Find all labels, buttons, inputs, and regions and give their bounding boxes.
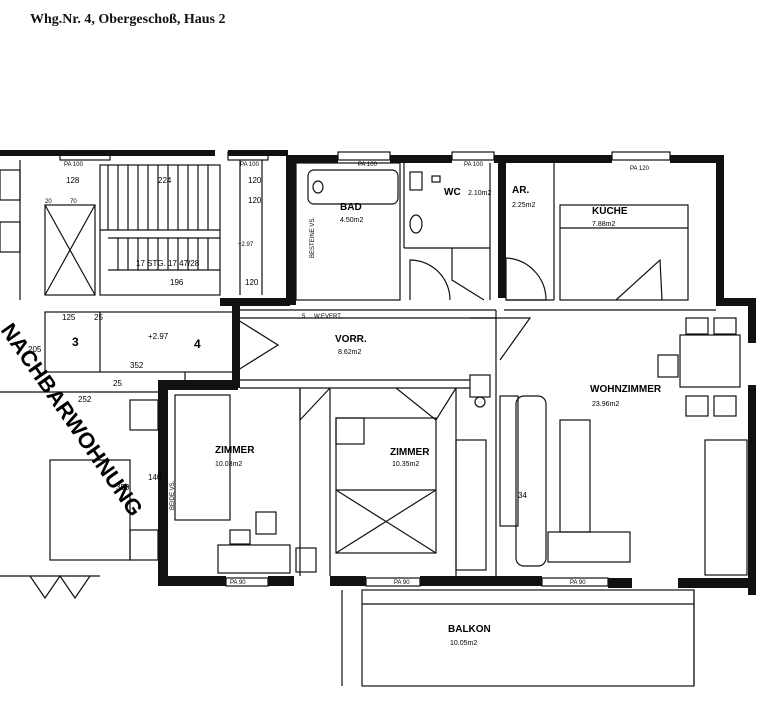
room-area-balkon: 10.05m2 xyxy=(450,640,477,647)
room-area-wohnzimmer: 23.96m2 xyxy=(592,401,619,408)
room-area-vorr: 8.62m2 xyxy=(338,349,361,356)
room-name-vorr: VORR. xyxy=(335,334,367,345)
dimension: 120 xyxy=(248,176,262,185)
landing-number-3: 3 xyxy=(72,335,79,349)
dimension: 224 xyxy=(158,176,172,185)
stair-label: 17 STG. 17,47/28 xyxy=(136,259,200,268)
dimension: 352 xyxy=(130,361,144,370)
dimension: 120 xyxy=(248,196,262,205)
window-label: PA 100 xyxy=(240,162,260,168)
dimension: 70 xyxy=(70,199,77,205)
vs-label-bad: BESTEINE VS. xyxy=(310,217,316,258)
dimension: 25 xyxy=(113,379,122,388)
room-name-kueche: KÜCHE xyxy=(592,204,628,217)
dimension-labels: 128 224 120 120 20 70 196 120 125 25 25 … xyxy=(28,176,527,500)
interior-walls xyxy=(0,151,748,687)
room-name-wc: WC xyxy=(444,187,461,198)
dimension: 20 xyxy=(45,199,52,205)
dimension: 25 xyxy=(94,313,103,322)
dimension: 120 xyxy=(245,278,259,287)
window-labels: PA 100 PA 100 PA 100 PA 100 PA 120 PA 90… xyxy=(64,162,650,586)
dimension: 252 xyxy=(78,395,92,404)
window-label: PA 100 xyxy=(358,162,378,168)
dimension: 125 xyxy=(62,313,76,322)
room-name-balkon: BALKON xyxy=(448,624,491,635)
window-label: PA 100 xyxy=(64,162,84,168)
plan-title: Whg.Nr. 4, Obergeschoß, Haus 2 xyxy=(30,12,226,27)
room-name-ar: AR. xyxy=(512,185,529,196)
dimension: 140 xyxy=(148,473,162,482)
room-name-zimmer2: ZIMMER xyxy=(390,447,430,458)
room-name-zimmer1: ZIMMER xyxy=(215,445,255,456)
dimension: 205 xyxy=(28,345,42,354)
dimension: 196 xyxy=(170,278,184,287)
room-area-bad: 4.50m2 xyxy=(340,217,363,224)
room-area-kueche: 7.88m2 xyxy=(592,221,615,228)
room-name-wohnzimmer: WOHNZIMMER xyxy=(590,384,662,395)
window-label: PA 90 xyxy=(570,580,586,586)
level-label-stair: +2.97 xyxy=(238,242,254,248)
dimension: 34 xyxy=(518,491,527,500)
meter-label: W.EVERT. xyxy=(314,314,342,320)
dimension: 128 xyxy=(66,176,80,185)
room-name-bad: BAD xyxy=(340,202,362,213)
landing-number-4: 4 xyxy=(194,337,201,351)
room-area-wc: 2.10m2 xyxy=(468,190,491,197)
room-area-ar: 2.25m2 xyxy=(512,202,535,209)
window-label: PA 100 xyxy=(464,162,484,168)
dimension: 5 xyxy=(302,314,306,320)
vs-label-zimmer: BEIDE VS. xyxy=(170,480,176,510)
room-area-zimmer1: 10.03m2 xyxy=(215,461,242,468)
dimension: 350 xyxy=(116,483,130,492)
room-area-zimmer2: 10.35m2 xyxy=(392,461,419,468)
window-label: PA 120 xyxy=(630,166,650,172)
exterior-walls xyxy=(0,150,756,595)
window-label: PA 90 xyxy=(230,580,246,586)
level-label: +2.97 xyxy=(148,332,169,341)
window-label: PA 90 xyxy=(394,580,410,586)
room-labels: BAD 4.50m2 WC 2.10m2 AR. 2.25m2 KÜCHE 7.… xyxy=(215,185,662,647)
